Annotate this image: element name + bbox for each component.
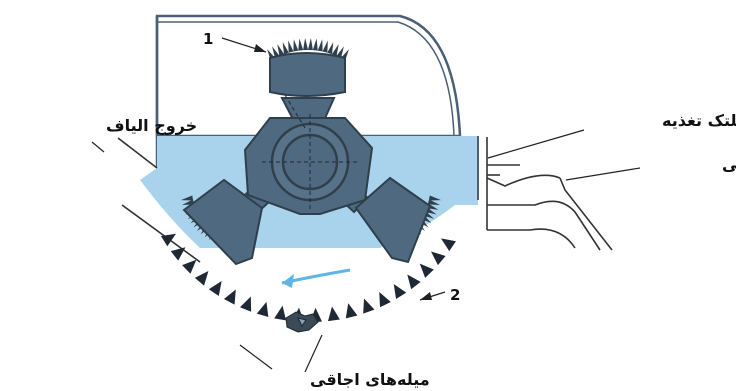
grate-bar [431, 252, 446, 266]
grate-bar [257, 302, 269, 317]
label-grate-bars: میله‌های اجاقی [310, 370, 430, 389]
label-piano-pedal: پدال پیانویی [722, 155, 736, 175]
grate-bar [346, 303, 358, 318]
label-feed-roller: غلتک تغذیه [662, 111, 736, 130]
grate-bar [209, 281, 222, 296]
grate-bar [363, 298, 374, 313]
grate-bar [407, 275, 420, 290]
grate-bar [182, 260, 196, 274]
outlet-wall-upper [118, 138, 157, 168]
grate-bar [240, 296, 251, 311]
label-fiber-outlet: خروج الیاف [106, 116, 197, 135]
feed-assembly [487, 137, 612, 250]
grate-bar [328, 306, 340, 321]
trash-particle [286, 312, 318, 332]
grate-bar [171, 247, 186, 260]
grate-bar [379, 292, 391, 307]
grate-bar [441, 238, 456, 251]
grate-bar [195, 271, 209, 286]
label-part-2: 2 [450, 286, 460, 304]
grate-bar [420, 264, 434, 278]
label-part-1: 1 [203, 30, 213, 48]
grate-bar [274, 306, 286, 321]
grate-bar [394, 284, 407, 299]
rotation-arrow-head [282, 274, 294, 288]
grate-bar [224, 290, 236, 305]
leader-arrowhead-2 [420, 292, 432, 300]
